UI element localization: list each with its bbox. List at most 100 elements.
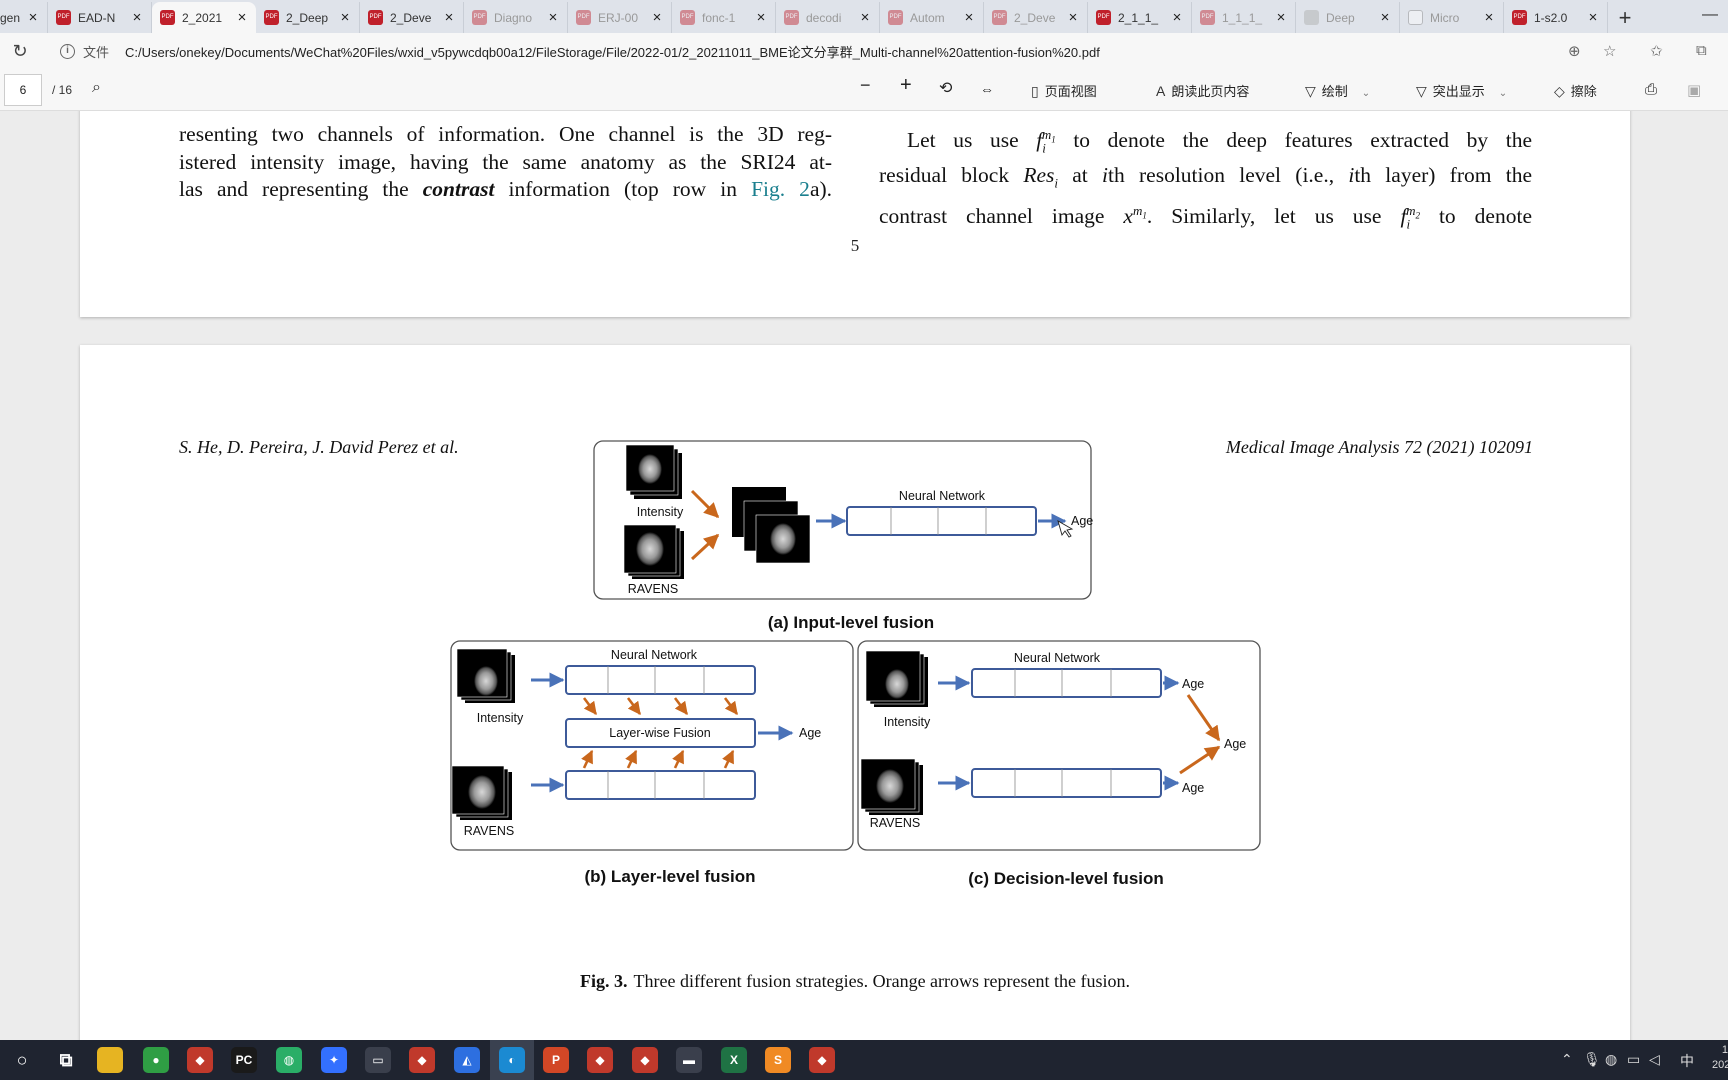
wechat-tray-icon[interactable]: ◍ <box>1605 1051 1618 1067</box>
edge-icon[interactable]: ◐ <box>499 1047 525 1073</box>
figure-link[interactable]: Fig. 2 <box>751 177 810 201</box>
ime-indicator[interactable]: 中 <box>1680 1053 1694 1069</box>
neural-network-block <box>846 506 1037 536</box>
browser-tab[interactable]: Deep× <box>1296 2 1400 33</box>
page-number-input[interactable]: 6 <box>4 74 42 106</box>
volume-icon[interactable]: ◁ <box>1649 1051 1660 1067</box>
add-favorite-icon[interactable]: ☆ <box>1603 43 1617 60</box>
new-tab-button[interactable]: + <box>1618 4 1632 30</box>
fit-page-icon[interactable]: ⇔ <box>980 81 994 97</box>
chevron-down-icon[interactable]: ⌄ <box>1361 88 1371 99</box>
window-minimize-button[interactable]: — <box>1702 6 1718 23</box>
excel-icon[interactable]: X <box>721 1047 747 1073</box>
app-icon[interactable]: ◆ <box>632 1047 658 1073</box>
close-icon[interactable]: × <box>1172 9 1182 26</box>
text-line: residual block Resi at ith resolution le… <box>879 162 1532 191</box>
page-view-button[interactable]: ▯页面视图 <box>1031 83 1097 99</box>
zoom-in-button[interactable]: + <box>900 74 912 96</box>
pdf-icon: PDF <box>1512 10 1527 25</box>
tab-label: fonc-1 <box>702 10 736 25</box>
page-view-icon: ▯ <box>1031 83 1039 99</box>
pdf-viewer[interactable]: resenting two channels of information. O… <box>0 111 1728 1040</box>
close-icon[interactable]: × <box>28 9 38 26</box>
url-field[interactable]: C:/Users/onekey/Documents/WeChat%20Files… <box>125 44 1100 60</box>
close-icon[interactable]: × <box>1484 9 1494 26</box>
close-icon[interactable]: × <box>964 9 974 26</box>
save-icon[interactable]: ▣ <box>1687 82 1702 99</box>
close-icon[interactable]: × <box>1276 9 1286 26</box>
network-icon[interactable]: ▭ <box>1627 1051 1641 1067</box>
panel-b-intensity-label: Intensity <box>477 711 524 725</box>
close-icon[interactable]: × <box>1380 9 1390 26</box>
close-icon[interactable]: × <box>1588 9 1598 26</box>
terminal-icon[interactable]: ▬ <box>676 1047 702 1073</box>
app-icon[interactable]: ◆ <box>809 1047 835 1073</box>
close-icon[interactable]: × <box>1068 9 1078 26</box>
browser-tab[interactable]: Micro× <box>1400 2 1504 33</box>
close-icon[interactable]: × <box>444 9 454 26</box>
app-icon[interactable]: ◆ <box>409 1047 435 1073</box>
neural-network-block <box>971 668 1162 698</box>
task-view-icon[interactable]: ⧉ <box>59 1049 73 1070</box>
clock-date: 202 <box>1712 1059 1728 1071</box>
chrome-icon[interactable]: ● <box>143 1047 169 1073</box>
powerpoint-icon[interactable]: P <box>543 1047 569 1073</box>
app-icon[interactable]: ◆ <box>187 1047 213 1073</box>
fusion-arrow <box>672 749 685 769</box>
search-icon[interactable]: ⌕ <box>92 79 101 96</box>
print-icon[interactable]: ⎙ <box>1645 81 1658 98</box>
close-icon[interactable]: × <box>340 9 350 26</box>
close-icon[interactable]: × <box>860 9 870 26</box>
file-explorer-icon[interactable] <box>97 1047 123 1073</box>
pycharm-icon[interactable]: PC <box>231 1047 257 1073</box>
microphone-icon[interactable]: 🎙 <box>1583 1051 1601 1067</box>
xmind-icon[interactable]: ◭ <box>454 1047 480 1073</box>
erase-button[interactable]: ◇擦除 <box>1554 83 1597 99</box>
fusion-arrow <box>626 697 642 716</box>
wechat-icon[interactable]: ◍ <box>276 1047 302 1073</box>
page-total: / 16 <box>52 83 73 97</box>
close-icon[interactable]: × <box>132 9 142 26</box>
favorites-icon[interactable]: ✩ <box>1650 43 1663 60</box>
highlight-button[interactable]: ▽突出显示⌄ <box>1416 83 1508 99</box>
sublime-icon[interactable]: S <box>765 1047 791 1073</box>
text-line: Let us use fim1 to denote the deep featu… <box>907 127 1532 156</box>
pdf-icon: PDF <box>888 10 903 25</box>
chevron-up-icon[interactable]: ⌃ <box>1561 1051 1573 1067</box>
chevron-down-icon[interactable]: ⌄ <box>1498 88 1508 99</box>
tab-label: EAD-N <box>78 10 116 25</box>
close-icon[interactable]: × <box>756 9 766 26</box>
reload-icon[interactable]: ↻ <box>12 40 28 61</box>
search-icon[interactable]: ○ <box>16 1049 28 1070</box>
tab-label: 2_Deep <box>286 10 329 25</box>
rotate-icon[interactable]: ⟲ <box>939 80 953 97</box>
close-icon[interactable]: × <box>652 9 662 26</box>
panel-a-age-label: Age <box>1071 514 1093 528</box>
feishu-icon[interactable]: ✦ <box>321 1047 347 1073</box>
close-icon[interactable]: × <box>548 9 558 26</box>
collections-icon[interactable]: ⧉ <box>1696 42 1707 59</box>
close-icon[interactable]: × <box>237 9 247 26</box>
zoom-out-button[interactable]: − <box>860 75 871 95</box>
zoom-icon[interactable]: ⊕ <box>1568 43 1581 60</box>
draw-button[interactable]: ▽绘制⌄ <box>1305 83 1371 99</box>
browser-tab[interactable]: gen× <box>0 2 48 33</box>
info-icon[interactable]: i <box>60 43 75 59</box>
video-icon[interactable]: ▭ <box>365 1047 391 1073</box>
app-icon[interactable]: ◆ <box>587 1047 613 1073</box>
